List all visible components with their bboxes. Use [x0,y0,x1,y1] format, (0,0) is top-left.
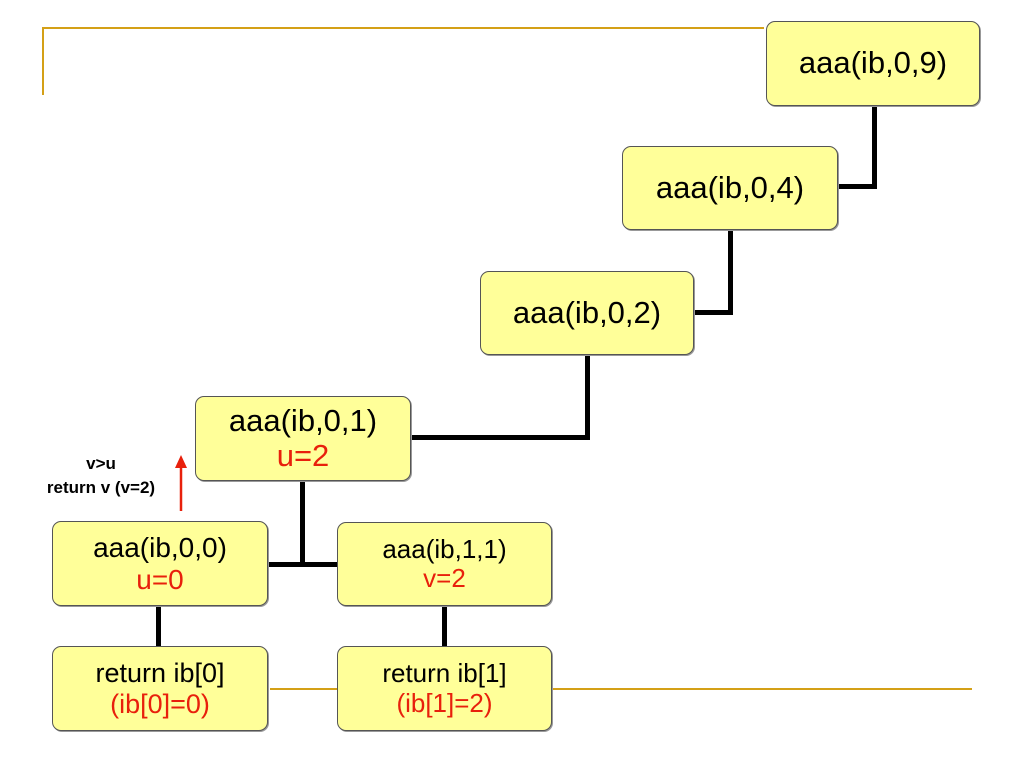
connector-0-4-to-0-2 [692,310,733,315]
node-label: return ib[0] [95,658,225,689]
node-value: (ib[0]=0) [110,688,210,719]
node-value: u=0 [136,563,184,595]
node-aaa-0-2: aaa(ib,0,2) [480,271,694,355]
node-label: aaa(ib,0,2) [512,294,662,330]
node-aaa-1-1: aaa(ib,1,1) v=2 [337,522,552,606]
decor-left-line [42,27,44,95]
connector-0-2-to-0-1 [410,435,590,440]
node-label: return ib[1] [382,658,507,689]
node-aaa-0-4: aaa(ib,0,4) [622,146,838,230]
node-return-ib0: return ib[0] (ib[0]=0) [52,646,268,731]
annotation-condition: v>u [86,454,116,473]
connector-0-9-down [872,105,877,188]
node-label: aaa(ib,0,1) [228,402,378,438]
node-aaa-0-1: aaa(ib,0,1) u=2 [195,396,411,481]
node-value: v=2 [423,563,466,593]
return-annotation: v>u return v (v=2) [0,452,202,500]
node-label: aaa(ib,1,1) [382,533,507,564]
node-return-ib1: return ib[1] (ib[1]=2) [337,646,552,731]
connector-children-horizontal [266,562,339,567]
node-label: aaa(ib,0,0) [93,532,227,564]
node-aaa-0-0: aaa(ib,0,0) u=0 [52,521,268,606]
return-up-arrow [175,455,187,511]
connector-0-2-down [585,354,590,440]
node-value: (ib[1]=2) [396,687,493,718]
connector-0-9-to-0-4 [838,184,877,189]
connector-0-4-down [728,229,733,314]
node-aaa-0-9: aaa(ib,0,9) [766,21,980,106]
decor-bottom-line [270,688,972,690]
node-label: aaa(ib,0,9) [798,45,948,81]
decor-top-line [42,27,764,29]
connector-0-1-down [300,480,305,566]
node-value: u=2 [276,437,330,473]
connector-0-0-to-ret0 [156,605,161,650]
node-label: aaa(ib,0,4) [655,169,805,205]
connector-1-1-to-ret1 [442,605,447,648]
annotation-return: return v (v=2) [46,478,156,497]
